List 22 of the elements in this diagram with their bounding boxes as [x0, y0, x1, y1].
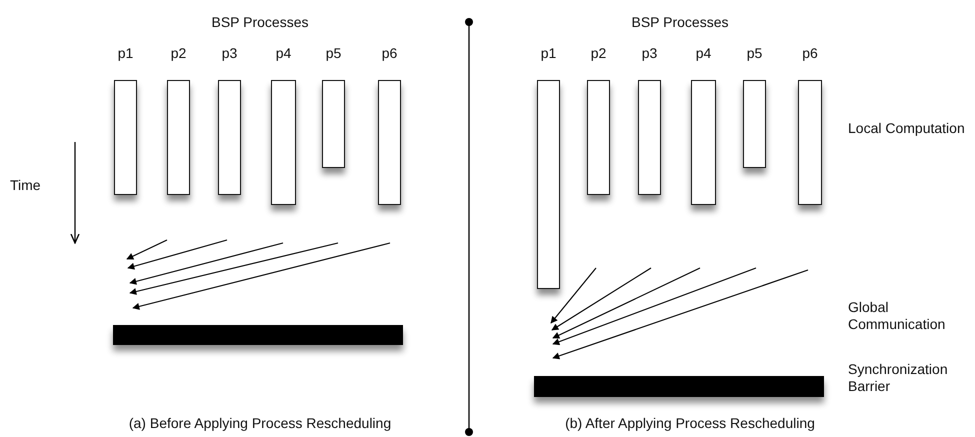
heading: BSP Processes [210, 14, 310, 31]
process-label: p4 [694, 45, 712, 61]
process-label: p3 [640, 45, 658, 61]
process-label: p6 [380, 45, 398, 61]
phase-label: Synchronization Barrier [848, 361, 949, 395]
barrier-bar [113, 325, 403, 345]
process-label: p2 [170, 45, 188, 61]
process-label: p5 [746, 45, 764, 61]
axis-label: Time [10, 177, 41, 194]
process-label: p5 [324, 45, 342, 61]
caption: (b) After Applying Process Rescheduling [564, 415, 816, 432]
phase-label: Local Computation [848, 120, 966, 137]
process-label: p6 [801, 45, 819, 61]
process-label: p1 [540, 45, 558, 61]
process-label: p2 [590, 45, 608, 61]
process-label: p1 [116, 45, 134, 61]
barrier-bar [534, 376, 824, 397]
phase-label: Global Communication [848, 299, 946, 333]
caption: (a) Before Applying Process Rescheduling [128, 415, 392, 432]
heading: BSP Processes [630, 14, 730, 31]
process-label: p4 [274, 45, 292, 61]
process-label: p3 [220, 45, 238, 61]
